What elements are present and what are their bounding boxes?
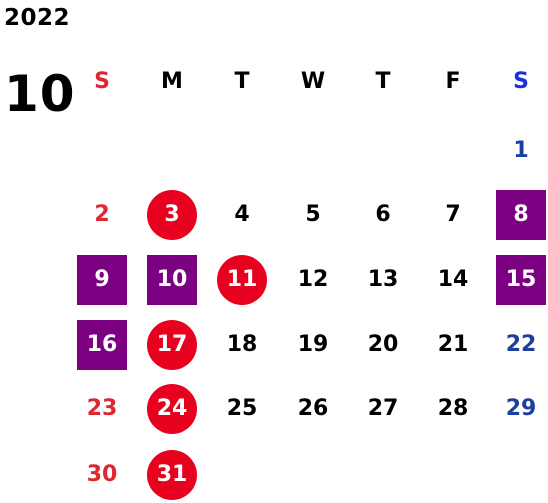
day-7[interactable]: 7 [445,202,461,227]
weekday-thu: T [375,69,391,94]
day-14[interactable]: 14 [437,267,469,292]
day-11[interactable]: 11 [217,255,267,305]
day-10[interactable]: 10 [147,255,197,305]
day-20[interactable]: 20 [367,332,399,357]
weekday-tue: T [234,69,250,94]
day-28[interactable]: 28 [437,396,469,421]
day-22[interactable]: 22 [505,332,537,357]
day-6[interactable]: 6 [375,202,391,227]
day-31[interactable]: 31 [147,450,197,500]
day-17[interactable]: 17 [147,320,197,370]
day-19[interactable]: 19 [297,332,329,357]
day-15[interactable]: 15 [496,255,546,305]
day-1[interactable]: 1 [513,138,529,163]
day-23[interactable]: 23 [86,396,118,421]
day-4[interactable]: 4 [234,202,250,227]
day-18[interactable]: 18 [226,332,258,357]
day-24[interactable]: 24 [147,384,197,434]
weekday-fri: F [445,69,461,94]
weekday-wed: W [300,69,326,94]
day-16[interactable]: 16 [77,320,127,370]
day-27[interactable]: 27 [367,396,399,421]
day-5[interactable]: 5 [305,202,321,227]
day-30[interactable]: 30 [86,462,118,487]
day-12[interactable]: 12 [297,267,329,292]
day-9[interactable]: 9 [77,255,127,305]
weekday-sun: S [94,69,110,94]
day-25[interactable]: 25 [226,396,258,421]
day-8[interactable]: 8 [496,190,546,240]
day-3[interactable]: 3 [147,190,197,240]
weekday-mon: M [161,69,183,94]
year-label: 2022 [4,5,71,31]
day-29[interactable]: 29 [505,396,537,421]
weekday-sat: S [513,69,529,94]
day-26[interactable]: 26 [297,396,329,421]
month-number: 10 [4,65,76,123]
day-13[interactable]: 13 [367,267,399,292]
day-21[interactable]: 21 [437,332,469,357]
day-2[interactable]: 2 [94,202,110,227]
